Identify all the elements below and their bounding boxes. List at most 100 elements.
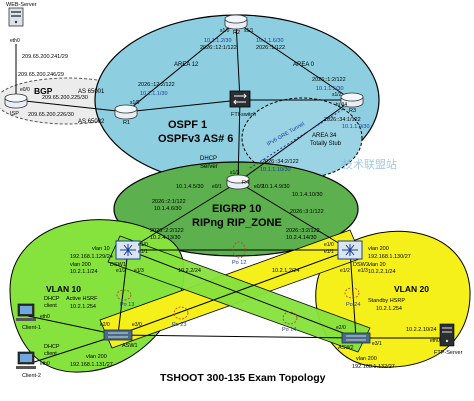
area34-title: AREA 34: [312, 133, 337, 139]
r3-a: 10.1.1.9/30: [342, 124, 370, 130]
port-ftp-eth0: eth0: [430, 338, 440, 344]
client2-dhcp-l1: DHCP: [44, 344, 60, 350]
dsw1-vlan10-ip: 192.168.1.129/24: [70, 254, 113, 260]
link-r1-r2: [125, 21, 237, 113]
port-r2-s11: s1/1: [244, 28, 254, 34]
isp-net1: 209.65.200.225/30: [42, 95, 88, 101]
port-dsw1-e11: e1/1: [138, 249, 148, 255]
r1-label: R1: [123, 120, 130, 126]
port-client1-eth0: eth0: [40, 314, 50, 320]
asw2-switch-icon[interactable]: [341, 332, 371, 344]
port-isp-e00: e0/0: [20, 87, 30, 93]
web-server-icon[interactable]: [8, 7, 24, 27]
po24-marker: [344, 287, 360, 299]
isp-router-icon[interactable]: [4, 93, 28, 109]
client2-pc-icon[interactable]: [16, 351, 36, 369]
port-dsw1-e10: e1/0: [138, 242, 148, 248]
area34-subtitle: Totally Stub: [310, 141, 342, 147]
asw1-label: ASW1: [122, 343, 138, 349]
hsrp-active-ip: 10.2.1.254: [70, 304, 96, 310]
asw1-switch-icon[interactable]: [103, 329, 133, 341]
link-r4-dsw2: [237, 181, 351, 251]
port-r4-e01: e0/1: [212, 184, 222, 190]
client1-pc-icon[interactable]: [16, 303, 36, 321]
link-dsw2-asw1: [117, 249, 351, 336]
dsw1-vlan200: vlan 200: [70, 262, 91, 268]
r4-v6: 2026::34:2/122: [262, 159, 299, 165]
dsw1-switch-icon[interactable]: [115, 240, 141, 260]
web-net1: 209.65.200.241/29: [22, 54, 68, 60]
r4-b: 10.1.4.9/30: [262, 184, 290, 190]
port-dsw2-e13: e1/3: [358, 268, 368, 274]
dsw1-v4a: 10.2.4.13/30: [150, 235, 181, 241]
link-r1-fti: [125, 99, 241, 113]
fti-switch-label: FTI-switch: [231, 112, 256, 118]
port-r4-s13: s1/3: [230, 170, 240, 176]
po14-marker: [282, 311, 298, 325]
ipv6-gre-tunnel: [249, 107, 346, 169]
ripng-title: RIPng RIP_ZONE: [192, 217, 282, 229]
client2-dhcp-l2: client: [44, 351, 57, 357]
trunk-band-green: [107, 235, 371, 353]
r4-dsw2-v6: 2026::3:1/122: [290, 209, 324, 215]
link-fti-r2: [235, 21, 241, 101]
dsw2-vlan20: vlan 20: [368, 262, 386, 268]
ftp-ip: 10.2.2.10/24: [406, 327, 437, 333]
port-r2-s10: s1/0: [220, 28, 230, 34]
port-dsw2-e12: e1/2: [340, 268, 350, 274]
port-dsw2-e10: e1/0: [324, 242, 334, 248]
po13-marker: [116, 289, 132, 301]
diagram-title: TSHOOT 300-135 Exam Topology: [160, 372, 326, 384]
r3-label: R3: [349, 108, 356, 114]
dsw2-v4a: 10.2.4.14/30: [286, 235, 317, 241]
r1-router-icon[interactable]: [114, 104, 138, 120]
port-web-eth0: eth0: [10, 38, 20, 44]
area0-title: AREA 0: [293, 62, 315, 68]
port-r3-tu34: tu 34: [336, 102, 347, 108]
vlan10-title: VLAN 10: [46, 284, 81, 294]
bgp-title: BGP: [34, 86, 53, 96]
link-fti-r4: [237, 99, 241, 183]
hsrp-standby: Standby HSRP: [368, 298, 405, 304]
dsw2-v6a: 2026::3:2/122: [286, 228, 320, 234]
client1-dhcp-l1: DHCP: [44, 296, 60, 302]
client2-label: Client-2: [22, 373, 41, 379]
port-r3-s12: s1/2: [332, 92, 342, 98]
link-isp-r1: [15, 99, 127, 113]
web-server-label: WEB-Server: [6, 2, 37, 8]
client1-label: Client-1: [22, 325, 41, 331]
po23-label: Po 23: [172, 322, 186, 328]
r4-a: 10.1.4.5/30: [176, 184, 204, 190]
dsw1-v6a: 2026::2:2/122: [150, 228, 184, 234]
po14-label: Po 14: [282, 327, 296, 333]
link-r3-r4: [237, 99, 353, 183]
dsw2-switch-icon[interactable]: [337, 240, 363, 260]
ftp-server-icon[interactable]: [439, 323, 455, 347]
ospf-title: OSPF 1: [168, 119, 207, 131]
port-client2-eth0: eth0: [40, 361, 50, 367]
dsw-link-a: 10.2.2/24: [178, 268, 201, 274]
r3-router-icon[interactable]: [340, 92, 364, 108]
hsrp-active: Active HSRF: [66, 296, 98, 302]
link-r2-r3: [235, 21, 353, 101]
r2-router-icon[interactable]: [224, 14, 248, 30]
port-r4-e02: e0/2: [254, 184, 264, 190]
link-asw1-asw2: [117, 334, 357, 339]
r4-dsw1-v6: 2026::2:1/122: [152, 199, 186, 205]
dsw1-vlan200-ip: 10.2.1.1/24: [70, 269, 98, 275]
area12-title: AREA 12: [174, 62, 199, 68]
dsw1-label: DSW1: [110, 262, 126, 268]
eigrp-title: EIGRP 10: [212, 203, 261, 215]
r1-v6-b: 2026::12:2/122: [138, 82, 175, 88]
ftp-server-label: FTP-Server: [434, 350, 463, 356]
ospfv3-title: OSPFv3 AS# 6: [158, 133, 233, 145]
r4-dsw1: 10.1.4.6/30: [154, 206, 182, 212]
link-asw1-client2: [27, 334, 119, 365]
port-dsw2-e11: e1/1: [324, 249, 334, 255]
dsw2-vlan20-ip: 10.2.2.1/24: [368, 269, 396, 275]
asw1-vlan: vlan 200: [86, 354, 107, 360]
r2-r3-a: 10.1.1.6/30: [256, 38, 284, 44]
r4-router-icon[interactable]: [226, 174, 250, 190]
fti-switch-icon[interactable]: [229, 90, 251, 108]
